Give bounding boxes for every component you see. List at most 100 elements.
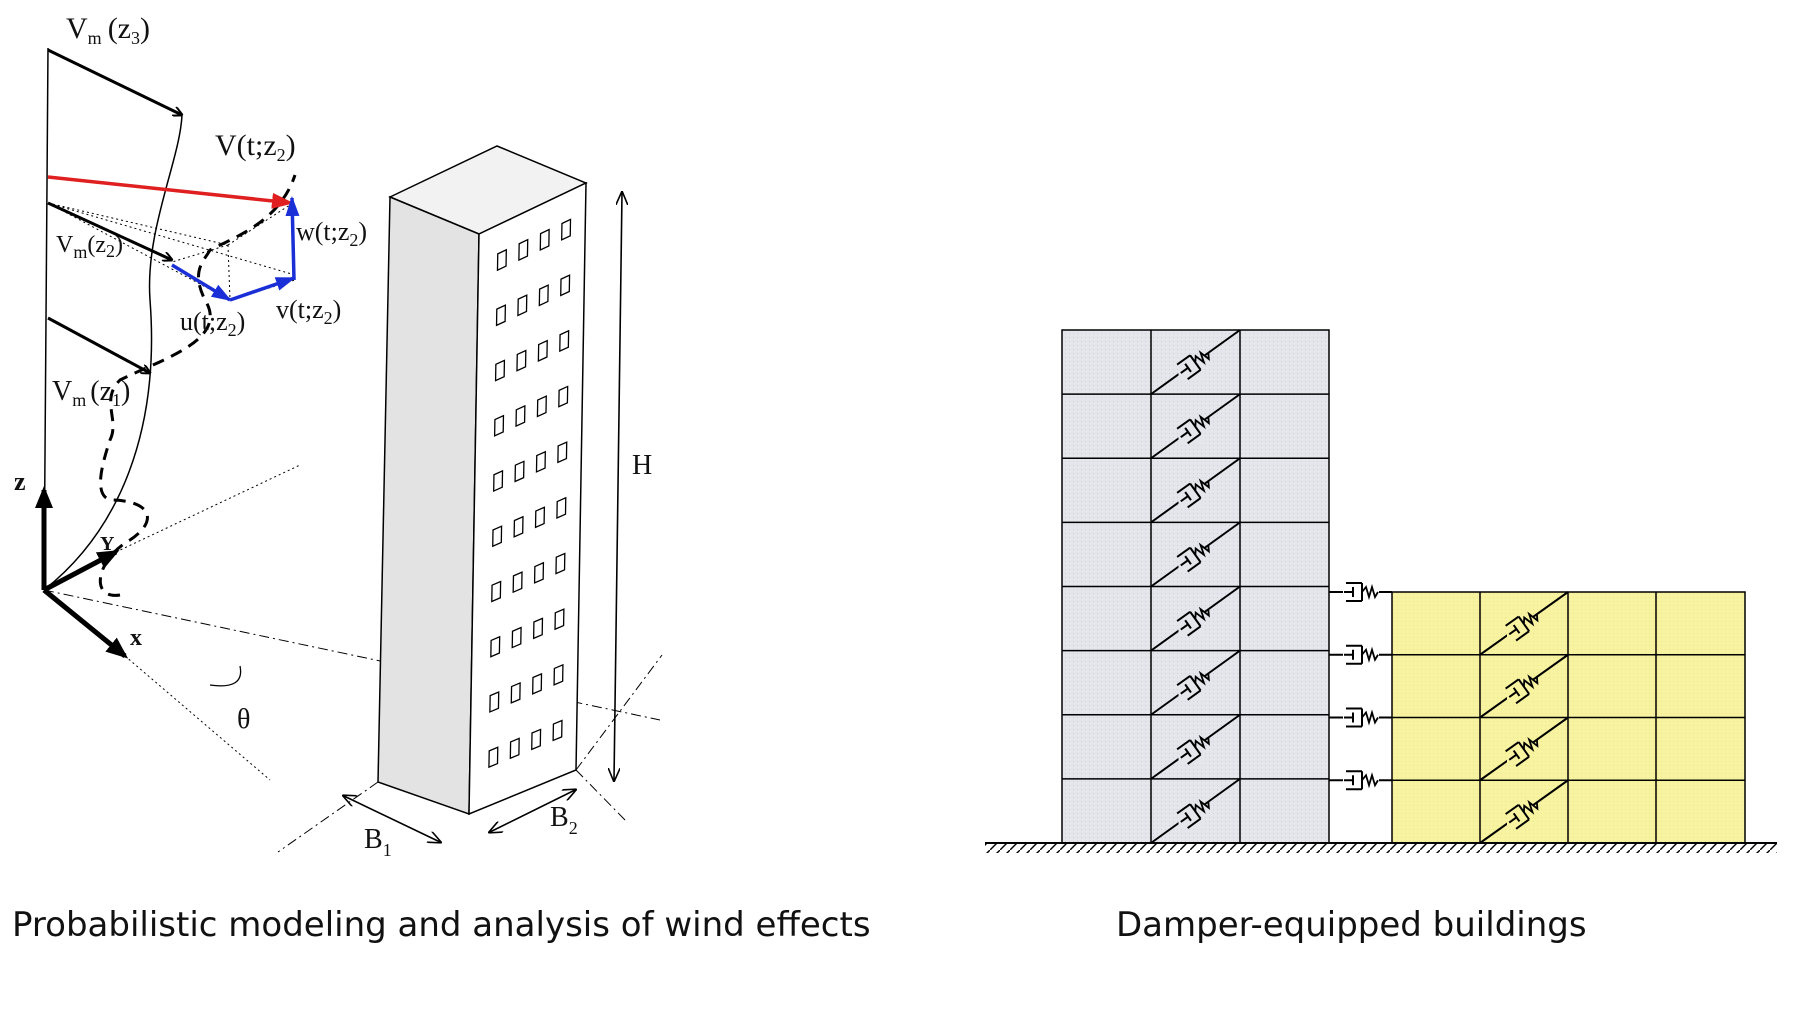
mean-wind-profile xyxy=(43,114,183,591)
building-window xyxy=(537,339,548,362)
brace-damper xyxy=(1176,350,1210,381)
caption-wind-analysis: Probabilistic modeling and analysis of w… xyxy=(12,905,871,945)
building-window xyxy=(492,525,503,548)
building-window xyxy=(559,329,570,353)
building-window xyxy=(512,571,523,594)
building-window xyxy=(493,469,504,493)
building-window xyxy=(516,349,527,372)
connecting-damper xyxy=(1344,644,1379,665)
building-window xyxy=(536,395,547,418)
building-window xyxy=(557,441,568,464)
brace-damper xyxy=(1176,798,1210,829)
brace-damper xyxy=(1176,734,1210,765)
label-axis-z: z xyxy=(14,467,26,496)
building-window xyxy=(539,228,550,252)
label-w-t-z2: w(t;z2) xyxy=(296,217,367,250)
building-window xyxy=(532,617,544,640)
building-window xyxy=(534,506,546,529)
dampers xyxy=(1150,329,1569,844)
building-window xyxy=(514,460,525,483)
building-side-face xyxy=(377,195,480,816)
building-window xyxy=(488,746,499,769)
label-vm-z2: Vm(z2) xyxy=(56,232,123,262)
b2-dimension xyxy=(490,790,575,832)
building-window xyxy=(538,284,549,307)
damper-diagram xyxy=(985,329,1777,853)
w-component-arrow xyxy=(285,196,300,281)
connecting-damper xyxy=(1344,582,1379,602)
building-window xyxy=(494,359,506,382)
building-base-line-left xyxy=(277,781,379,853)
building-window xyxy=(552,719,563,742)
label-theta: θ xyxy=(237,704,250,735)
label-b1: B1 xyxy=(364,824,392,860)
x-axis-arrow xyxy=(42,588,129,659)
connecting-damper xyxy=(1344,770,1379,791)
building-window xyxy=(555,552,566,575)
building-window xyxy=(511,626,522,649)
brace-damper xyxy=(1176,414,1210,445)
label-height: H xyxy=(632,450,652,481)
label-vm-z1: Vm(z1) xyxy=(52,376,130,410)
building-window xyxy=(553,663,564,686)
building-window xyxy=(535,450,546,473)
b1-dimension xyxy=(344,796,440,842)
connecting-damper xyxy=(1344,707,1379,728)
brace-damper xyxy=(1176,606,1210,637)
turbulent-profile xyxy=(98,174,297,597)
brace-damper xyxy=(1505,799,1539,830)
brace-damper xyxy=(1505,736,1539,767)
building-window xyxy=(489,691,500,713)
building-window xyxy=(495,304,507,327)
building-window xyxy=(556,496,567,519)
y-axis-arrow xyxy=(42,549,120,593)
brace-damper xyxy=(1505,611,1539,642)
label-axis-y: Y xyxy=(100,533,115,555)
brace-damper xyxy=(1505,674,1539,705)
wind-diagram: Vm(z3) V(t;z2) Vm(z2) w(t;z2) u(t;z2) v(… xyxy=(14,12,663,860)
total-wind-arrow xyxy=(47,175,294,209)
building-window xyxy=(490,635,501,658)
v-component-arrow xyxy=(229,276,296,302)
building-window xyxy=(558,385,569,408)
building-window xyxy=(554,608,565,631)
building-base-line-right xyxy=(575,769,628,823)
building-window xyxy=(515,404,526,428)
building-window xyxy=(531,728,542,751)
building-frames xyxy=(1062,330,1745,843)
building-window xyxy=(518,238,529,262)
building-window xyxy=(491,580,502,603)
brace-damper xyxy=(1176,542,1210,573)
label-u-t-z2: u(t;z2) xyxy=(180,307,245,340)
theta-arc xyxy=(209,665,242,687)
building-window xyxy=(509,737,520,760)
building-window xyxy=(561,218,572,241)
brace-damper xyxy=(1176,670,1210,701)
label-b2: B2 xyxy=(550,802,578,838)
building-window xyxy=(496,248,507,272)
building-window xyxy=(532,672,543,695)
building-windows xyxy=(488,218,572,769)
label-vm-z3: Vm(z3) xyxy=(66,12,150,48)
building-window xyxy=(513,515,524,538)
label-v-t-z2-lower: v(t;z2) xyxy=(276,295,341,328)
x-axis-extension xyxy=(124,655,271,781)
building-window xyxy=(533,561,545,584)
building-window xyxy=(510,681,521,704)
building-front-face xyxy=(468,181,587,816)
building-window xyxy=(493,414,505,437)
mean-arrow-z2 xyxy=(47,201,172,260)
building-window xyxy=(560,274,571,297)
ground-hatching xyxy=(985,843,1777,853)
mean-arrow-z1 xyxy=(47,316,150,373)
building-window xyxy=(517,294,528,317)
u-component-arrow xyxy=(171,263,232,302)
caption-damper-buildings: Damper-equipped buildings xyxy=(1116,905,1587,945)
y-axis-extension xyxy=(115,464,301,553)
brace-damper xyxy=(1176,478,1210,509)
building-axis-line xyxy=(575,654,663,771)
label-v-t-z2: V(t;z2) xyxy=(215,129,296,165)
height-dimension xyxy=(614,193,622,780)
